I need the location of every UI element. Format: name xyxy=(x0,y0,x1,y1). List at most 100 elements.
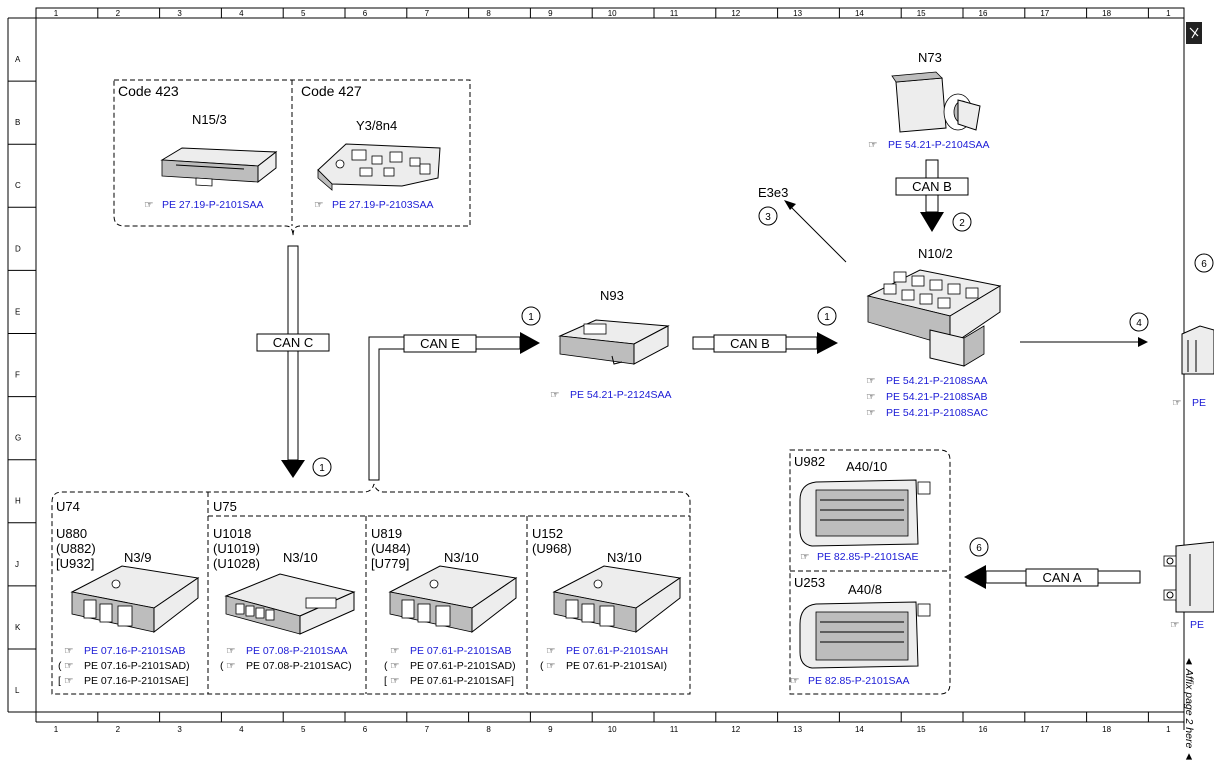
pointing-hand-icon: ☞ xyxy=(64,645,73,657)
grid-column-label-bottom: 1 xyxy=(1166,725,1171,734)
grid-column-label-top: 5 xyxy=(301,9,306,18)
grid-column-label-top: 10 xyxy=(608,9,617,18)
n73-ignition-switch: N73 ☞ PE 54.21-P-2104SAA xyxy=(868,50,990,151)
grid-column-label-bottom: 3 xyxy=(177,725,182,734)
grid-row-label: D xyxy=(15,244,21,253)
n3-10c-ref-link[interactable]: PE 07.61-P-2101SAI) xyxy=(566,660,667,672)
n3-10-code: [U779] xyxy=(371,556,409,571)
n3-10a-ref-link[interactable]: PE 07.08-P-2101SAA xyxy=(246,645,348,657)
n3-10a-ref-link[interactable]: PE 07.08-P-2101SAC) xyxy=(246,660,352,672)
n3-9-ref-1[interactable]: ☞ PE 07.16-P-2101SAB xyxy=(64,645,186,657)
a40-8-ref-link[interactable]: PE 82.85-P-2101SAA xyxy=(808,675,910,687)
n73-label: N73 xyxy=(918,50,942,65)
marker-1: 1 xyxy=(824,312,830,323)
grid-column-label-top: 1 xyxy=(1166,9,1171,18)
pointing-hand-icon: ☞ xyxy=(1172,397,1181,409)
n3-10b-ref-2[interactable]: ( ☞ PE 07.61-P-2101SAD) xyxy=(384,660,516,672)
grid-column-label-bottom: 12 xyxy=(731,725,740,734)
n3-10b-ref-link[interactable]: PE 07.61-P-2101SAF] xyxy=(410,675,514,687)
right-edge-ref-link[interactable]: PE xyxy=(1190,619,1204,631)
n10-2-ref-3[interactable]: ☞ PE 54.21-P-2108SAC xyxy=(866,407,989,419)
can-c-bus: CAN C 1 xyxy=(256,245,332,478)
pointing-hand-icon: ☞ xyxy=(546,645,555,657)
n3-10b-ref-link[interactable]: PE 07.61-P-2101SAD) xyxy=(410,660,516,672)
bottom-group: U74 U75 xyxy=(51,483,691,695)
grid-column-label-bottom: 13 xyxy=(793,725,802,734)
n15-3-ref-link[interactable]: PE 27.19-P-2101SAA xyxy=(162,199,264,211)
svg-text:(: ( xyxy=(540,660,544,672)
n10-2-ref-link[interactable]: PE 54.21-P-2108SAA xyxy=(886,375,988,387)
grid-column-label-top: 1 xyxy=(54,9,59,18)
n93-ref-link[interactable]: PE 54.21-P-2124SAA xyxy=(570,389,672,401)
y3-8n4-label: Y3/8n4 xyxy=(356,118,397,133)
grid-row-label: F xyxy=(15,371,20,380)
grid-column-label-top: 7 xyxy=(425,9,430,18)
grid-row-label: G xyxy=(15,434,21,443)
n73-ref-link[interactable]: PE 54.21-P-2104SAA xyxy=(888,139,990,151)
pointing-hand-icon: ☞ xyxy=(226,645,235,657)
n3-9-ref-3[interactable]: [ ☞ PE 07.16-P-2101SAE] xyxy=(58,675,189,687)
can-e-bus: CAN E 1 xyxy=(368,306,541,481)
right-edge-ref-link[interactable]: PE xyxy=(1192,397,1206,409)
a40-10-ref-link[interactable]: PE 82.85-P-2101SAE xyxy=(817,551,919,563)
can-e-label: CAN E xyxy=(420,336,460,351)
n3-9-ref-2[interactable]: ( ☞ PE 07.16-P-2101SAD) xyxy=(58,660,190,672)
grid-row-label: B xyxy=(15,118,20,127)
marker-3: 3 xyxy=(765,212,771,223)
u75-label: U75 xyxy=(213,499,237,514)
e3e3-connection: E3e3 3 xyxy=(758,185,847,263)
n3-10c-ref-link[interactable]: PE 07.61-P-2101SAH xyxy=(566,645,668,657)
a40-8-ref[interactable]: ☞ PE 82.85-P-2101SAA xyxy=(790,675,910,687)
grid-column-label-bottom: 2 xyxy=(116,725,121,734)
a40-10-display: A40/10 ☞ PE 82.85-P-2101SAE xyxy=(799,459,931,563)
grid-column-label-bottom: 8 xyxy=(486,725,491,734)
grid-column-label-top: 15 xyxy=(917,9,926,18)
y3-8n4-ref-link[interactable]: PE 27.19-P-2103SAA xyxy=(332,199,434,211)
n3-9-ref-link[interactable]: PE 07.16-P-2101SAB xyxy=(84,645,186,657)
grid-column-label-top: 12 xyxy=(731,9,740,18)
code-423-label: Code 423 xyxy=(118,83,179,99)
a40-10-ref[interactable]: ☞ PE 82.85-P-2101SAE xyxy=(800,551,919,563)
n3-10c-ref-1[interactable]: ☞ PE 07.61-P-2101SAH xyxy=(546,645,668,657)
n73-ref[interactable]: ☞ PE 54.21-P-2104SAA xyxy=(868,139,990,151)
grid-column-label-bottom: 18 xyxy=(1102,725,1111,734)
can-b-label: CAN B xyxy=(730,336,770,351)
n3-10a-ref-1[interactable]: ☞ PE 07.08-P-2101SAA xyxy=(226,645,348,657)
y3-8n4-ref[interactable]: ☞ PE 27.19-P-2103SAA xyxy=(314,199,434,211)
marker-6: 6 xyxy=(976,543,982,554)
grid-row-label: A xyxy=(15,55,21,64)
grid-column-label-top: 13 xyxy=(793,9,802,18)
n15-3-ref[interactable]: ☞ PE 27.19-P-2101SAA xyxy=(144,199,264,211)
pointing-hand-icon: ☞ xyxy=(1170,619,1179,631)
n3-10c-ref-2[interactable]: ( ☞ PE 07.61-P-2101SAI) xyxy=(540,660,667,672)
grid-column-label-bottom: 1 xyxy=(54,725,59,734)
n93-ref[interactable]: ☞ PE 54.21-P-2124SAA xyxy=(550,389,672,401)
n10-2-ref-1[interactable]: ☞ PE 54.21-P-2108SAA xyxy=(866,375,988,387)
marker-4: 4 xyxy=(1136,318,1142,329)
n3-10-code: (U1028) xyxy=(213,556,260,571)
n10-2-ref-2[interactable]: ☞ PE 54.21-P-2108SAB xyxy=(866,391,988,403)
n10-2-sam: N10/2 ☞ PE 54.21-P-2108SAA ☞ PE 54.21-P-… xyxy=(866,246,1002,419)
n3-10b-ref-link[interactable]: PE 07.61-P-2101SAB xyxy=(410,645,512,657)
n3-10b-ref-1[interactable]: ☞ PE 07.61-P-2101SAB xyxy=(390,645,512,657)
n3-10a-ref-2[interactable]: ( ☞ PE 07.08-P-2101SAC) xyxy=(220,660,352,672)
n10-2-ref-link[interactable]: PE 54.21-P-2108SAC xyxy=(886,407,989,419)
a40-8-display: A40/8 ☞ PE 82.85-P-2101SAA xyxy=(790,582,931,687)
n3-10-engine-control-unit: U152 (U968) N3/10 ☞ PE 07.61-P-2101SAH (… xyxy=(532,526,682,672)
n10-2-ref-link[interactable]: PE 54.21-P-2108SAB xyxy=(886,391,988,403)
n3-10b-ref-3[interactable]: [ ☞ PE 07.61-P-2101SAF] xyxy=(384,675,514,687)
n3-9-label: N3/9 xyxy=(124,550,151,565)
grid-row-label: J xyxy=(15,560,19,569)
y3-8n4-valve-body xyxy=(317,143,441,191)
marker-2: 2 xyxy=(959,218,965,229)
n3-9-engine-control-unit: U880 (U882) [U932] N3/9 ☞ PE 07.16-P-210… xyxy=(56,526,200,687)
u74-label: U74 xyxy=(56,499,80,514)
n3-10-code: U1018 xyxy=(213,526,251,541)
n3-10-engine-control-unit: U819 (U484) [U779] N3/10 ☞ PE 07.61-P-21… xyxy=(371,526,518,687)
grid-row-label: E xyxy=(15,307,20,316)
n3-9-ref-link[interactable]: PE 07.16-P-2101SAD) xyxy=(84,660,190,672)
n3-9-ref-link[interactable]: PE 07.16-P-2101SAE] xyxy=(84,675,189,687)
pointing-hand-icon: ☞ xyxy=(550,389,559,401)
n3-10-code: (U968) xyxy=(532,541,572,556)
